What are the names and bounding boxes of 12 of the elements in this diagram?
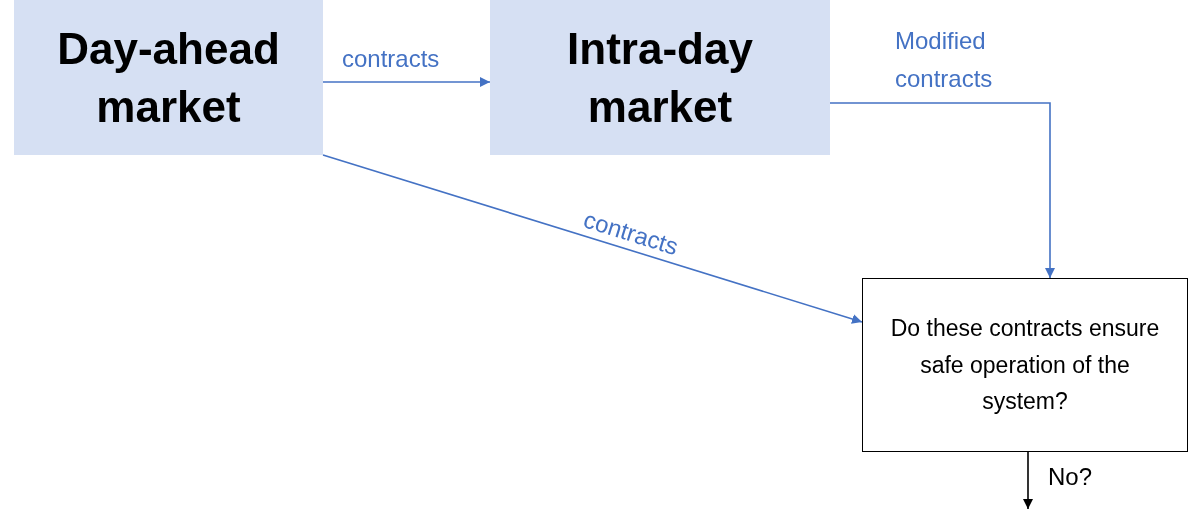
decision-box bbox=[862, 278, 1188, 452]
question-text: Do these contracts ensure safe operation of the system? bbox=[889, 313, 1161, 417]
market-box bbox=[490, 0, 830, 155]
market-box bbox=[14, 0, 323, 155]
arrow bbox=[829, 102, 1055, 279]
arrow bbox=[322, 77, 491, 87]
edge-label: Modified contracts bbox=[894, 26, 994, 95]
market-title: Day-ahead market bbox=[56, 23, 281, 133]
edge-label: contracts bbox=[579, 204, 683, 262]
market-title: Intra-day market bbox=[566, 23, 754, 133]
arrow bbox=[322, 154, 863, 324]
arrow bbox=[1023, 451, 1033, 510]
